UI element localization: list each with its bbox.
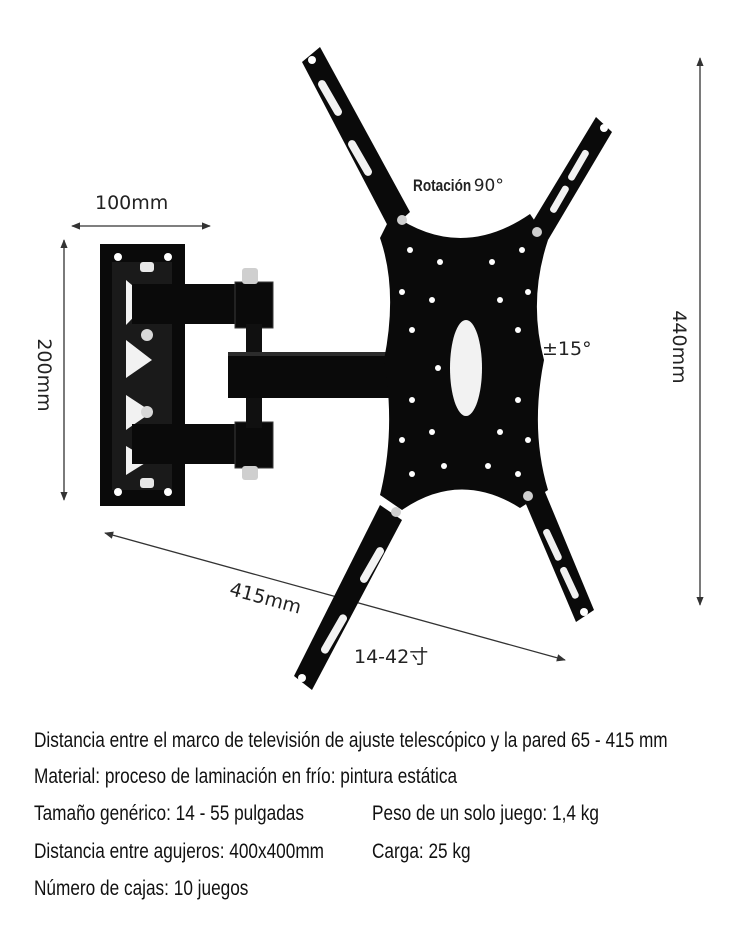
rotation-value: 90° bbox=[473, 176, 504, 196]
swing-arms bbox=[132, 268, 408, 480]
spec-load-line: Carga: 25 kg bbox=[372, 840, 471, 863]
wall-plate bbox=[100, 244, 185, 506]
spec-material-line: Material: proceso de laminación en frío:… bbox=[34, 765, 458, 788]
rotation-text: Rotación bbox=[413, 176, 472, 195]
spec-weight-line: Peso de un solo juego: 1,4 kg bbox=[372, 802, 599, 825]
vesa-plate bbox=[294, 47, 612, 690]
spec-hole-distance-line: Distancia entre agujeros: 400x400mm bbox=[34, 840, 325, 863]
dim-height-left-label: 200mm bbox=[33, 338, 55, 412]
spec-distance-line: Distancia entre el marco de televisión d… bbox=[34, 729, 668, 752]
dim-height-right-label: 440mm bbox=[668, 310, 690, 384]
spec-boxes-line: Número de cajas: 10 juegos bbox=[34, 877, 249, 900]
dim-width-label: 100mm bbox=[95, 192, 169, 214]
tv-mount-illustration bbox=[60, 47, 704, 690]
size-range-label: 14-42寸 bbox=[354, 646, 429, 668]
tilt-label: ±15° bbox=[542, 338, 592, 360]
spec-size-line: Tamaño genérico: 14 - 55 pulgadas bbox=[34, 802, 304, 825]
